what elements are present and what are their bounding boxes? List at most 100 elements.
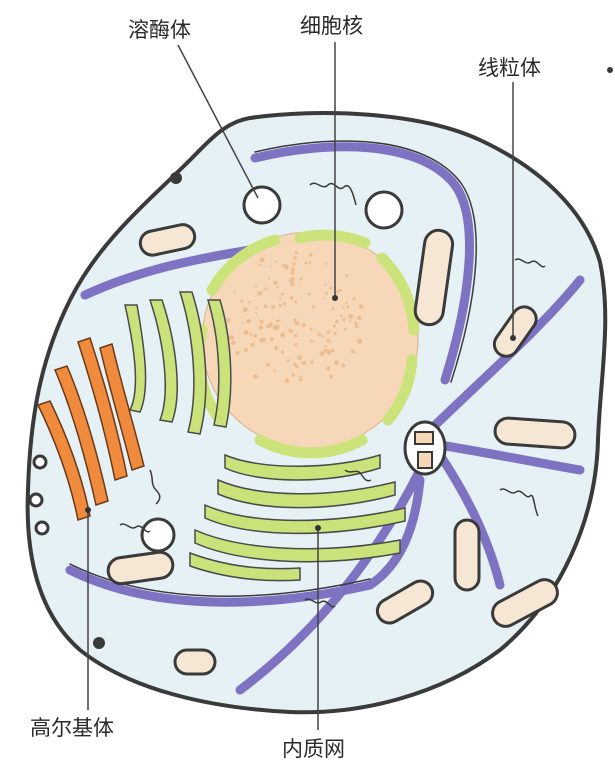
- chromatin-dot: [325, 263, 327, 265]
- chromatin-dot: [288, 280, 290, 282]
- chromatin-dot: [357, 316, 361, 320]
- chromatin-dot: [293, 319, 296, 322]
- chromatin-dot: [255, 312, 257, 314]
- chromatin-dot: [295, 251, 298, 254]
- chromatin-dot: [345, 274, 348, 277]
- chromatin-dot: [244, 330, 249, 335]
- chromatin-dot: [279, 297, 282, 300]
- chromatin-dot: [305, 262, 308, 265]
- chromatin-dot: [253, 375, 258, 380]
- chromatin-dot: [344, 328, 347, 331]
- chromatin-dot: [249, 333, 252, 336]
- chromatin-dot: [240, 299, 243, 302]
- chromatin-dot: [299, 277, 302, 280]
- label-lysosome: 溶酶体: [128, 14, 191, 44]
- chromatin-dot: [354, 322, 357, 325]
- chromatin-dot: [329, 341, 331, 343]
- chromatin-dot: [260, 257, 265, 262]
- chromatin-dot: [345, 302, 347, 304]
- chromatin-dot: [353, 351, 356, 354]
- chromatin-dot: [333, 324, 336, 327]
- chromatin-dot: [253, 334, 257, 338]
- chromatin-dot: [334, 360, 339, 365]
- chromatin-dot: [332, 307, 335, 310]
- chromatin-dot: [294, 334, 297, 337]
- chromatin-dot: [320, 351, 325, 356]
- chromatin-dot: [288, 329, 290, 331]
- chromatin-dot: [290, 277, 295, 282]
- chromatin-dot: [324, 345, 326, 347]
- chromatin-dot: [349, 320, 351, 322]
- label-mitochondria: 线粒体: [478, 52, 541, 82]
- chromatin-dot: [329, 375, 333, 379]
- chromatin-dot: [341, 363, 345, 367]
- chromatin-dot: [291, 373, 294, 376]
- chromatin-dot: [279, 304, 282, 307]
- chromatin-dot: [264, 304, 268, 308]
- chromatin-dot: [355, 325, 358, 328]
- chromatin-dot: [274, 370, 276, 372]
- chromatin-dot: [255, 285, 257, 287]
- chromatin-dot: [276, 320, 279, 323]
- chromatin-dot: [250, 343, 254, 347]
- chromatin-dot: [292, 262, 296, 266]
- chromatin-dot: [266, 363, 270, 367]
- chromatin-dot: [259, 338, 264, 343]
- chromatin-dot: [310, 360, 314, 364]
- chromatin-dot: [326, 339, 329, 342]
- chromatin-dot: [226, 318, 230, 322]
- chromatin-dot: [326, 331, 330, 335]
- chromatin-dot: [321, 335, 323, 337]
- chromatin-dot: [290, 296, 293, 299]
- chromatin-dot: [291, 271, 295, 275]
- chromatin-dot: [281, 350, 285, 354]
- chromatin-dot: [273, 281, 277, 285]
- chromatin-dot: [261, 291, 263, 293]
- chromatin-dot: [280, 333, 285, 338]
- chromatin-dot: [301, 362, 303, 364]
- chromatin-dot: [347, 306, 350, 309]
- chromatin-dot: [331, 349, 334, 352]
- chromatin-dot: [234, 291, 236, 293]
- chromatin-dot: [271, 305, 275, 309]
- chromatin-dot: [299, 376, 302, 379]
- chromatin-dot: [266, 325, 270, 329]
- chromatin-dot: [351, 315, 353, 317]
- chromatin-dot: [270, 337, 274, 341]
- chromatin-dot: [359, 304, 364, 309]
- chromatin-dot: [244, 348, 248, 352]
- chromatin-dot: [310, 340, 313, 343]
- chromatin-dot: [334, 332, 337, 335]
- chromatin-dot: [231, 335, 233, 337]
- chromatin-dot: [270, 266, 272, 268]
- chromatin-dot: [357, 338, 362, 343]
- chromatin-dot: [342, 318, 345, 321]
- chromatin-dot: [323, 297, 325, 299]
- chromatin-dot: [260, 320, 264, 324]
- label-golgi: 高尔基体: [30, 712, 114, 742]
- chromatin-dot: [294, 300, 297, 303]
- chromatin-dot: [276, 286, 279, 289]
- chromatin-dot: [308, 262, 311, 265]
- chromatin-dot: [318, 333, 322, 337]
- centrosome: [405, 422, 445, 474]
- chromatin-dot: [326, 367, 330, 371]
- chromatin-dot: [312, 305, 315, 308]
- chromatin-dot: [247, 319, 251, 323]
- chromatin-dot: [287, 360, 290, 363]
- chromatin-dot: [310, 328, 313, 331]
- chromatin-dot: [343, 306, 345, 308]
- chromatin-dot: [293, 363, 297, 367]
- label-nucleus: 细胞核: [300, 10, 363, 40]
- chromatin-dot: [248, 301, 251, 304]
- chromatin-dot: [324, 348, 329, 353]
- chromatin-dot: [236, 351, 240, 355]
- chromatin-dot: [284, 265, 289, 270]
- chromatin-dot: [283, 302, 287, 306]
- chromatin-dot: [264, 287, 267, 290]
- chromatin-dot: [294, 343, 297, 346]
- label-er: 内质网: [282, 733, 345, 763]
- chromatin-dot: [325, 292, 328, 295]
- chromatin-dot: [259, 263, 262, 266]
